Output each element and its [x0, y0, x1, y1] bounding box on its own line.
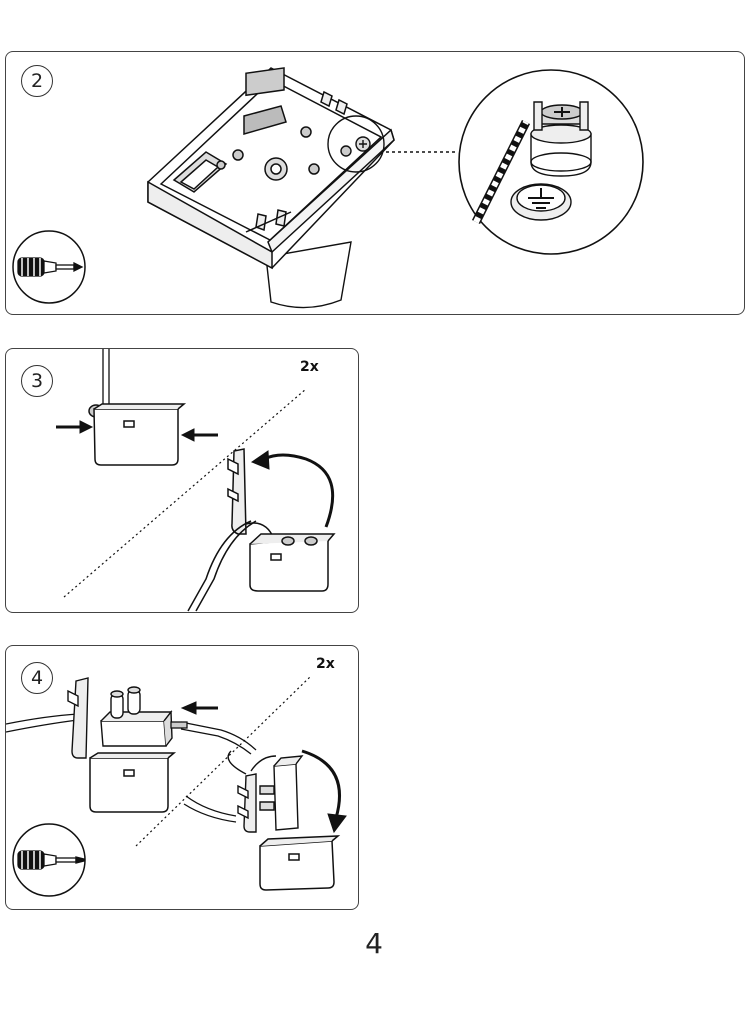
mounting-bracket-left — [67, 677, 89, 759]
rotate-arrow-2 — [301, 749, 347, 834]
lamp-cylinder — [265, 241, 352, 309]
insert-wire — [170, 721, 257, 755]
multiplier-label: 2x — [300, 359, 319, 375]
mounting-bracket-right — [237, 773, 257, 833]
step-number-4: 4 — [21, 662, 53, 694]
flat-screwdriver-icon — [12, 823, 86, 897]
divider-line — [63, 388, 307, 598]
earth-screw-highlight — [327, 115, 385, 173]
step-2-illustration — [12, 67, 644, 309]
terminal-block-right — [227, 750, 304, 831]
insert-arrow — [180, 701, 218, 715]
step-4-illustration — [6, 675, 347, 897]
terminal-block — [100, 686, 173, 747]
connector-cover-left-2 — [89, 752, 177, 813]
step-2-panel: 2 — [5, 51, 745, 315]
multiplier-label-2: 2x — [316, 656, 335, 672]
connector-cover-right — [187, 448, 336, 612]
step-3-illustration — [56, 349, 336, 612]
divider-line-2 — [135, 675, 312, 847]
zoom-detail — [458, 69, 644, 255]
supply-wires — [6, 713, 237, 823]
junction-housing — [147, 67, 395, 270]
connector-cover-left — [88, 349, 187, 466]
page-number: 4 — [365, 927, 383, 960]
rotate-arrow — [250, 450, 335, 528]
connector-cover-right-2 — [259, 835, 341, 891]
step-number-2: 2 — [21, 65, 53, 97]
phillips-screwdriver-icon — [12, 230, 86, 304]
step-4-panel: 4 2x — [5, 645, 359, 910]
step-3-panel: 3 2x — [5, 348, 359, 613]
step-number-3: 3 — [21, 365, 53, 397]
press-arrows — [56, 420, 218, 442]
